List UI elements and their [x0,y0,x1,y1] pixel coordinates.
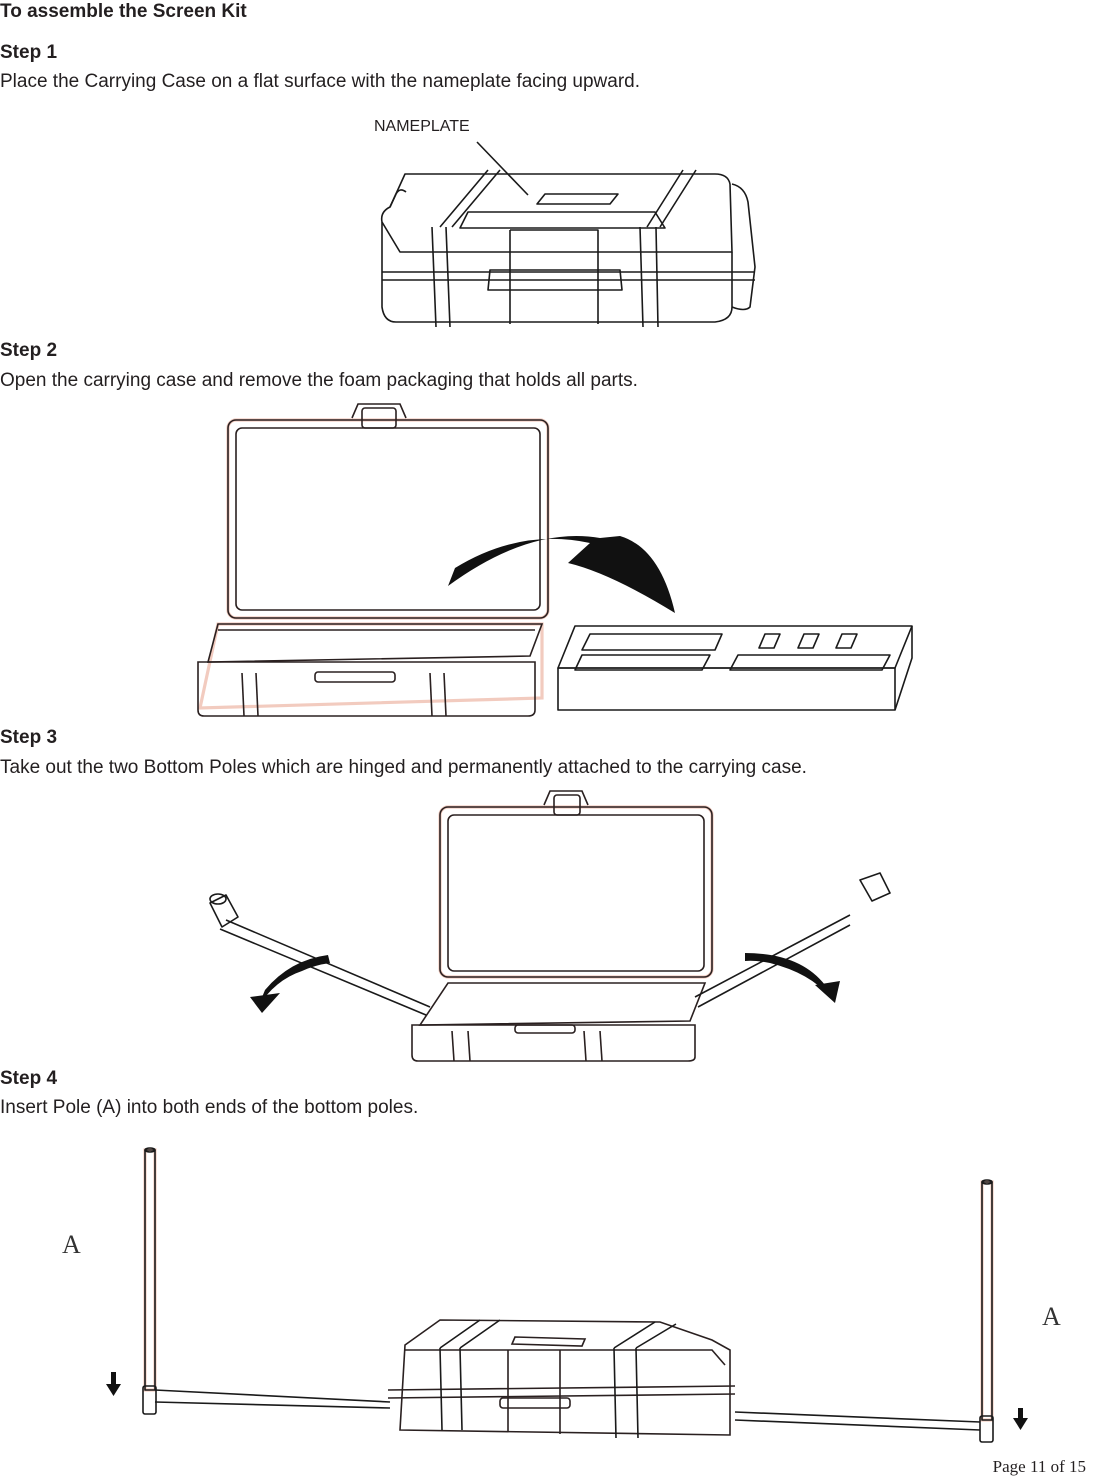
step-2-heading: Step 2 [0,340,58,361]
step-2-figure-open-case-foam [190,398,920,718]
step-1-text: Place the Carrying Case on a flat surfac… [0,71,641,92]
page-number: Page 11 of 15 [992,1457,1086,1476]
down-arrow-icon-left [106,1372,121,1396]
step-1-figure-closed-case: NAMEPLATE [360,112,780,332]
step-3-text: Take out the two Bottom Poles which are … [0,757,807,778]
nameplate-callout-label: NAMEPLATE [374,118,470,135]
step-4-text: Insert Pole (A) into both ends of the bo… [0,1097,419,1118]
down-arrow-icon-right [1013,1408,1028,1430]
step-4-figure-insert-poles: A A [0,1140,1094,1460]
pole-a-label-right: A [1042,1302,1061,1331]
step-3-heading: Step 3 [0,727,58,748]
curved-arrow-icon [448,536,675,613]
step-4-heading: Step 4 [0,1068,58,1089]
curved-arrow-icon-right [745,953,830,997]
page-title: To assemble the Screen Kit [0,1,247,22]
curved-arrow-icon-left [258,955,330,1007]
pole-a-label-left: A [62,1230,81,1259]
step-3-figure-bottom-poles [190,785,891,1065]
step-2-text: Open the carrying case and remove the fo… [0,370,638,391]
step-1-heading: Step 1 [0,42,58,63]
